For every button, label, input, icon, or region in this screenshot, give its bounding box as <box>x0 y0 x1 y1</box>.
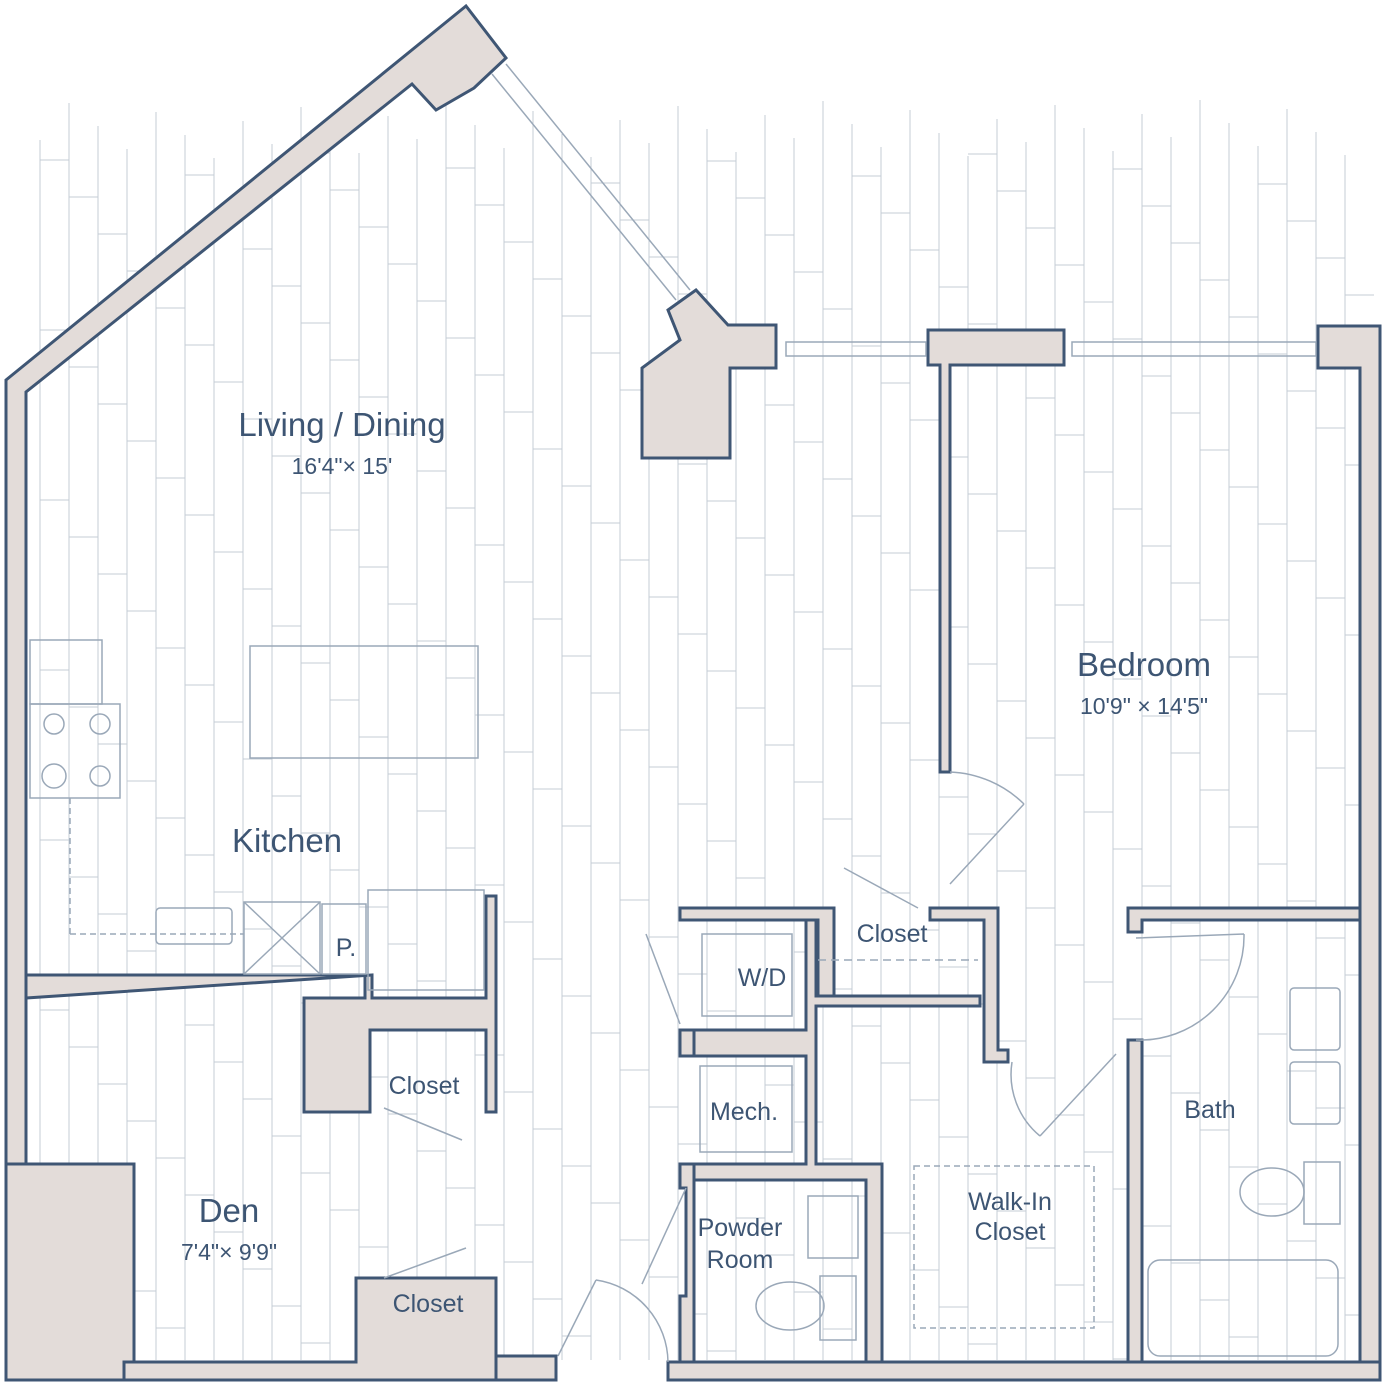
pantry-label: P. <box>336 934 356 962</box>
powder-sink <box>807 1195 859 1259</box>
powder-toilet-tank <box>819 1275 857 1341</box>
door-bath <box>1135 933 1245 1041</box>
door-den-closet <box>383 1247 467 1279</box>
closet-shelf-walkin <box>913 1165 1095 1329</box>
door-hall-closet <box>843 867 919 909</box>
bathtub <box>1147 1259 1339 1357</box>
bath-toilet-tank <box>1303 1161 1341 1225</box>
bath-sink-2 <box>1289 1061 1341 1125</box>
windows <box>491 63 1317 357</box>
kitchen-sink <box>155 907 233 945</box>
wall-window-bay <box>640 288 778 460</box>
window-north <box>785 341 927 357</box>
burner <box>89 765 111 787</box>
bath-toilet <box>1239 1167 1305 1217</box>
pantry-box <box>321 903 367 975</box>
door-wd <box>645 933 681 1025</box>
door-kitchen-closet <box>383 1107 463 1141</box>
bath-label: Bath <box>1184 1096 1235 1124</box>
closet-hall-label: Closet <box>857 920 928 948</box>
washer-dryer-box <box>701 933 793 1017</box>
wall-bedroom-north-right <box>1316 324 1382 1382</box>
burner <box>43 713 65 735</box>
wall-south-right <box>666 1360 1382 1382</box>
mech-box <box>699 1065 793 1153</box>
bath-sink-1 <box>1289 987 1341 1051</box>
bedroom-dims: 10'9" × 14'5" <box>1080 693 1208 719</box>
kitchen-label: Kitchen <box>232 822 342 859</box>
burner <box>41 763 67 789</box>
window-diagonal <box>491 73 677 301</box>
door-entry <box>557 1279 669 1363</box>
wall-south <box>494 1354 558 1382</box>
den-label: Den <box>199 1192 260 1229</box>
wall-utility-west <box>678 1028 696 1058</box>
window-bedroom <box>1071 341 1317 357</box>
door-walkin <box>1010 1053 1117 1137</box>
wall-hall-closet <box>928 906 1010 1064</box>
walk-in-closet-label-line2: Closet <box>975 1218 1046 1246</box>
kitchen-cooktop <box>29 703 121 799</box>
door-bedroom <box>949 771 1025 885</box>
wall-bath <box>1126 906 1362 934</box>
kitchen-island <box>249 645 479 759</box>
closet-den-label: Closet <box>393 1290 464 1318</box>
walk-in-closet-label-line1: Walk-In <box>968 1188 1052 1216</box>
window-diagonal <box>505 63 691 291</box>
mechanical-label: Mech. <box>710 1098 778 1126</box>
bedroom-label: Bedroom <box>1077 646 1211 683</box>
wall-bath-west <box>1126 1038 1144 1364</box>
wall-powder-west <box>678 1162 696 1364</box>
living-dining-label: Living / Dining <box>238 406 445 443</box>
kitchen-counter-upper <box>29 639 103 705</box>
dishwasher-x <box>243 901 321 975</box>
wall-bedroom-north-left <box>926 328 1066 774</box>
door-powder <box>641 1187 687 1285</box>
refrigerator <box>367 889 485 991</box>
closet-kitchen-label: Closet <box>389 1072 460 1100</box>
living-dining-dims: 16'4"× 15' <box>292 453 393 479</box>
den-dims: 7'4"× 9'9" <box>181 1239 277 1265</box>
burner <box>89 713 111 735</box>
dishwasher <box>243 901 321 975</box>
powder-room-label-line2: Room <box>707 1246 774 1274</box>
washer-dryer-label: W/D <box>738 964 787 992</box>
powder-toilet <box>755 1281 825 1331</box>
fixtures <box>29 639 1341 1363</box>
wall-den-south <box>122 1276 498 1382</box>
wall-utility-block <box>678 906 982 1364</box>
wall-den-southwest <box>4 1162 136 1382</box>
powder-room-label-line1: Powder <box>698 1214 783 1242</box>
